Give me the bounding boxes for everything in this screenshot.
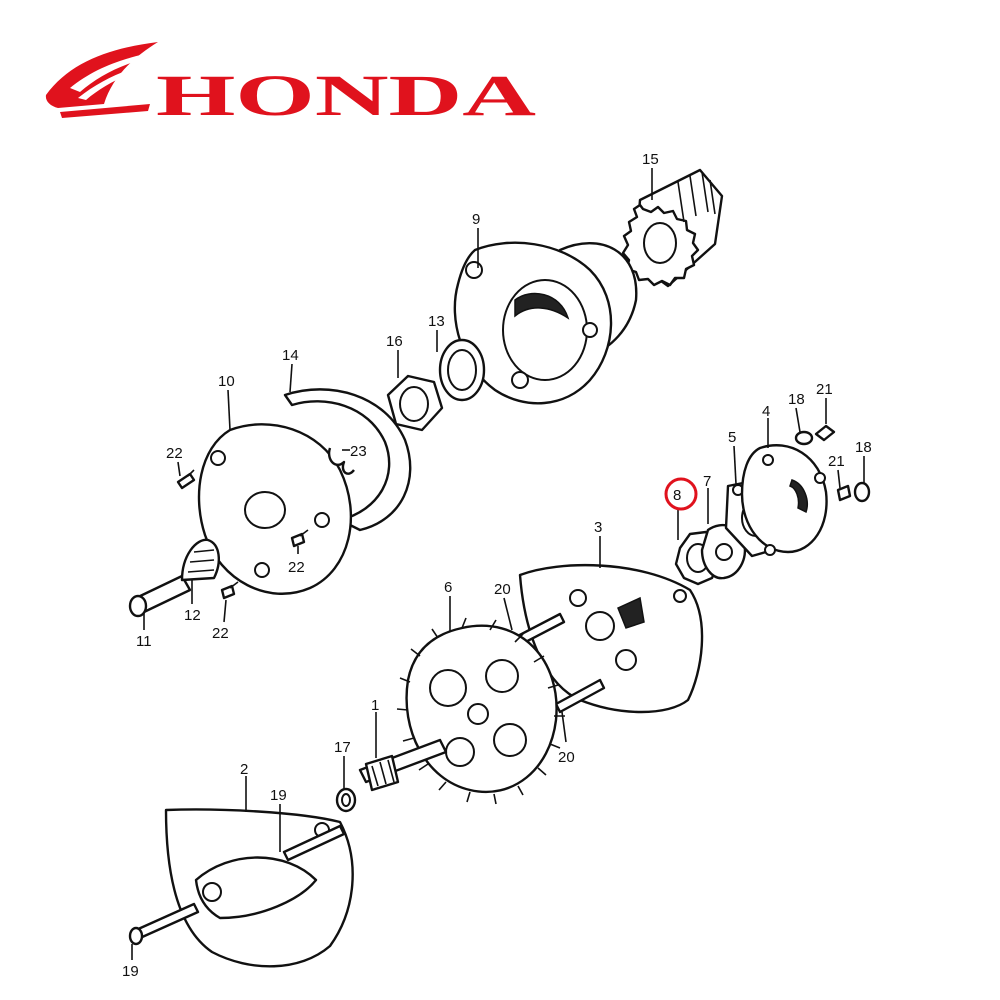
part-19-bolt-a xyxy=(282,824,346,862)
part-3-pump-body xyxy=(518,563,704,714)
callout-9: 9 xyxy=(472,211,480,228)
callout-20-b: 20 xyxy=(558,749,575,766)
leader-lines xyxy=(131,168,865,960)
callout-labels: 1 2 3 4 5 6 7 8 9 10 11 12 13 14 15 16 1… xyxy=(122,151,872,980)
part-22-screw-c xyxy=(220,581,239,600)
callout-18-a: 18 xyxy=(788,391,805,408)
callout-14: 14 xyxy=(282,347,299,364)
callout-21-b: 21 xyxy=(828,453,845,470)
part-13-washer xyxy=(438,338,486,402)
part-14-gasket xyxy=(283,388,412,532)
callout-17: 17 xyxy=(334,739,351,756)
callout-19-b: 19 xyxy=(122,963,139,980)
part-1-shaft xyxy=(358,738,448,792)
honda-logo: HONDA xyxy=(45,42,536,128)
callout-5: 5 xyxy=(728,429,736,446)
callout-10: 10 xyxy=(218,373,235,390)
part-18-washer-a xyxy=(794,430,814,446)
part-20-stud-b xyxy=(554,678,606,714)
callout-3: 3 xyxy=(594,519,602,536)
part-18-washer-b xyxy=(853,481,871,503)
part-22-screw-b xyxy=(290,529,309,548)
callout-6: 6 xyxy=(444,579,452,596)
callout-15: 15 xyxy=(642,151,659,168)
callout-22-c: 22 xyxy=(212,625,229,642)
callout-18-b: 18 xyxy=(855,439,872,456)
callout-13: 13 xyxy=(428,313,445,330)
honda-wing-icon xyxy=(45,42,158,118)
callout-1: 1 xyxy=(371,697,379,714)
part-16-nut xyxy=(386,374,444,432)
honda-wordmark: HONDA xyxy=(156,63,536,128)
callout-19-a: 19 xyxy=(270,787,287,804)
highlight-ring-part-8 xyxy=(664,477,698,511)
callout-7: 7 xyxy=(703,473,711,490)
part-12-spring xyxy=(180,538,220,582)
callout-2: 2 xyxy=(240,761,248,778)
callout-22-b: 22 xyxy=(288,559,305,576)
callout-11: 11 xyxy=(136,633,152,650)
part-10-cover xyxy=(197,423,353,595)
part-11-bolt xyxy=(128,574,192,618)
part-4-pump-cover xyxy=(740,444,828,556)
part-23-pin xyxy=(327,447,355,475)
part-22-screw-a xyxy=(176,469,196,490)
part-9-housing xyxy=(453,241,638,405)
callout-20-a: 20 xyxy=(494,581,511,598)
callout-8: 8 xyxy=(673,487,681,504)
callout-21-a: 21 xyxy=(816,381,833,398)
part-17-washer xyxy=(335,787,357,813)
part-21-screw-a xyxy=(814,424,836,442)
part-21-screw-b xyxy=(836,484,852,502)
callout-16: 16 xyxy=(386,333,403,350)
callout-23: 23 xyxy=(350,443,367,460)
callout-12: 12 xyxy=(184,607,201,624)
callout-4: 4 xyxy=(762,403,770,420)
callout-22-a: 22 xyxy=(166,445,183,462)
part-19-bolt-b xyxy=(128,902,200,946)
part-15-spline-collar xyxy=(621,168,724,288)
